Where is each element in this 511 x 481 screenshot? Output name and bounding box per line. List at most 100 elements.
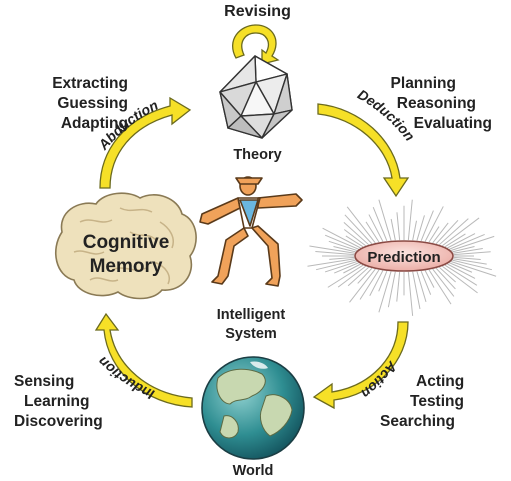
- starburst-ray: [365, 221, 380, 243]
- starburst-ray: [450, 235, 495, 252]
- starburst-ray: [407, 271, 414, 316]
- starburst-ray: [396, 271, 401, 302]
- starburst-ray: [424, 270, 435, 288]
- starburst-ray: [450, 260, 497, 277]
- starburst-ray: [343, 263, 361, 274]
- bottom-right-activities: Acting Testing Searching: [380, 372, 500, 432]
- starburst-ray: [344, 214, 373, 245]
- starburst-ray: [449, 233, 485, 250]
- planning-label: Planning: [390, 75, 456, 92]
- starburst-ray: [345, 235, 364, 248]
- starburst-ray: [346, 206, 376, 244]
- action-arrow: [312, 321, 409, 410]
- starburst-ray: [435, 267, 456, 290]
- theory-icosahedron-icon: [219, 55, 293, 139]
- starburst-ray: [435, 219, 459, 245]
- starburst-ray: [329, 256, 355, 260]
- starburst-ray: [378, 270, 388, 292]
- starburst-ray: [343, 222, 369, 246]
- induction-arrow: [94, 312, 193, 408]
- starburst-ray: [424, 206, 444, 242]
- starburst-ray: [369, 270, 384, 297]
- searching-label: Searching: [380, 413, 455, 430]
- starburst-ray: [307, 258, 355, 267]
- starburst-ray: [447, 263, 476, 279]
- reasoning-label: Reasoning: [396, 95, 476, 112]
- starburst-ray: [347, 266, 369, 287]
- starburst-ray: [328, 240, 358, 252]
- starburst-ray: [324, 260, 358, 273]
- starburst-ray: [378, 199, 392, 241]
- starburst-ray: [334, 262, 359, 274]
- intelligent-system-figure-icon: [199, 176, 303, 287]
- starburst-ray: [453, 258, 487, 265]
- starburst-ray: [428, 226, 440, 243]
- intelligent-system-label: Intelligent System: [196, 306, 306, 344]
- starburst-ray: [420, 270, 432, 295]
- extracting-label: Extracting: [52, 75, 128, 92]
- starburst-ray: [315, 259, 356, 271]
- starburst-ray: [444, 264, 478, 286]
- prediction-label: Prediction: [367, 249, 440, 266]
- starburst-ray: [449, 262, 473, 273]
- intelligent-label: Intelligent: [216, 307, 286, 323]
- starburst-ray: [428, 269, 452, 305]
- discovering-label: Discovering: [14, 413, 103, 430]
- starburst-ray: [337, 265, 366, 288]
- theory-label: Theory: [233, 147, 282, 163]
- abduction-arrow: [99, 96, 192, 189]
- starburst-ray: [349, 268, 376, 303]
- starburst-ray: [444, 233, 466, 248]
- starburst-ray: [439, 218, 469, 246]
- starburst-ray: [372, 206, 388, 242]
- learning-label: Learning: [24, 393, 90, 410]
- top-right-activities: Planning Reasoning Evaluating: [360, 74, 492, 134]
- starburst-ray: [378, 271, 392, 313]
- starburst-ray: [309, 245, 355, 254]
- sensing-label: Sensing: [14, 373, 75, 390]
- starburst-ray: [387, 271, 396, 308]
- starburst-ray: [412, 220, 417, 241]
- starburst-ray: [396, 212, 401, 241]
- starburst-ray: [324, 234, 359, 250]
- starburst-ray: [315, 251, 355, 256]
- top-left-activities: Extracting Guessing Adapting: [20, 74, 128, 134]
- cognitive-memory-label-line2: Memory: [90, 256, 163, 277]
- starburst-ray: [327, 264, 364, 288]
- starburst-ray: [333, 246, 356, 253]
- starburst-ray: [453, 251, 491, 256]
- bottom-left-activities: Sensing Learning Discovering: [14, 372, 134, 432]
- starburst-ray: [368, 214, 384, 242]
- starburst-ray: [442, 265, 478, 294]
- revising-loop-arrow: [232, 24, 280, 65]
- world-label: World: [232, 463, 274, 479]
- testing-label: Testing: [410, 393, 464, 410]
- system-label: System: [225, 326, 277, 342]
- brain-icon: [54, 192, 197, 300]
- starburst-ray: [447, 233, 476, 249]
- acting-label: Acting: [416, 373, 465, 390]
- starburst-ray: [416, 271, 427, 303]
- starburst-ray: [357, 267, 373, 284]
- starburst-ray: [452, 246, 475, 253]
- starburst-ray: [452, 259, 493, 271]
- starburst-ray: [420, 210, 434, 242]
- starburst-ray: [359, 269, 380, 300]
- starburst-ray: [390, 218, 396, 241]
- starburst-ray: [432, 222, 449, 244]
- prediction-starburst-icon: [307, 199, 497, 316]
- starburst-ray: [453, 248, 483, 254]
- starburst-ray: [412, 271, 421, 310]
- starburst-ray: [407, 199, 413, 241]
- prediction-ellipse: [354, 240, 454, 272]
- adapting-label: Adapting: [60, 115, 128, 132]
- deduction-arrow: [317, 103, 410, 198]
- starburst-ray: [322, 227, 361, 249]
- starburst-ray: [439, 266, 456, 283]
- starburst-ray: [453, 256, 481, 261]
- starburst-ray: [416, 215, 425, 241]
- starburst-ray: [343, 229, 366, 247]
- starburst-ray: [432, 268, 455, 297]
